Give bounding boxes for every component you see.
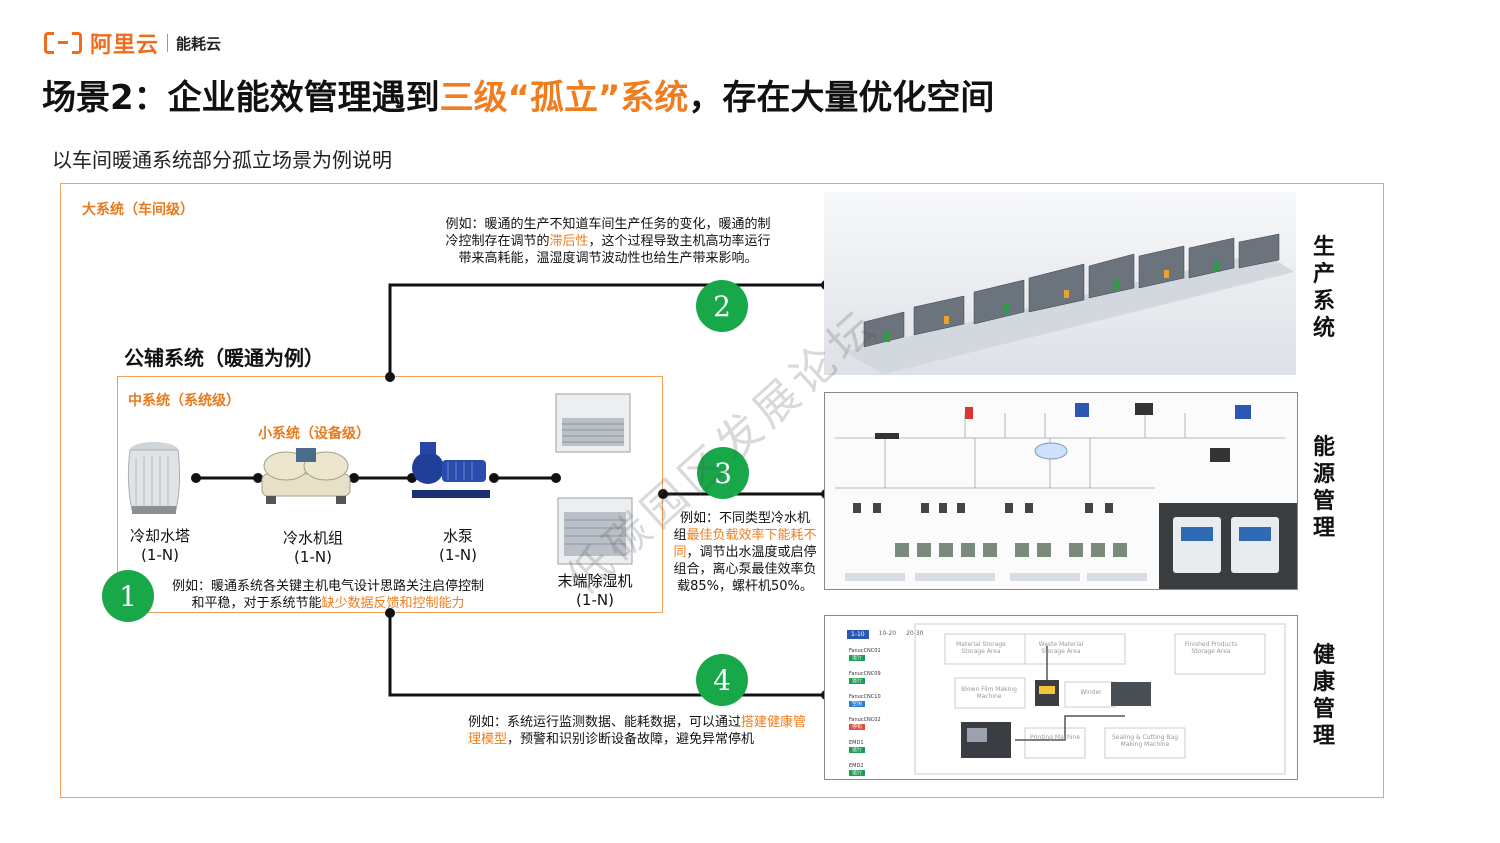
side-label-health: 健康管理 bbox=[1312, 643, 1335, 749]
small-system-label: 小系统（设备级） bbox=[258, 426, 370, 442]
area-label: Material Storage Storage Area bbox=[956, 641, 1006, 655]
note-3: 例如：不同类型冷水机组最佳负载效率下能耗不同，调节出水温度或启停组合，离心泵最佳… bbox=[673, 511, 817, 594]
brand-product: 能耗云 bbox=[176, 34, 222, 53]
area-label: Blown Film Making Machine bbox=[961, 686, 1017, 700]
equipment-caption-chiller: 冷水机组(1-N) bbox=[282, 529, 343, 566]
equipment-caption-pump: 水泵(1-N) bbox=[439, 527, 477, 564]
equipment-caption-dehumidifier: 末端除湿机(1-N) bbox=[557, 572, 633, 609]
health-tab-2[interactable]: 10-20 bbox=[878, 630, 897, 637]
step-number-2: 2 bbox=[696, 280, 748, 332]
area-label: Printing Machine bbox=[1029, 734, 1081, 741]
side-label-energy: 能源管理 bbox=[1312, 435, 1335, 541]
big-system-label: 大系统（车间级） bbox=[82, 202, 194, 218]
title-prefix: 场景2：企业能效管理遇到 bbox=[42, 78, 440, 118]
big-system-frame bbox=[60, 183, 1384, 798]
title-suffix: ，存在大量优化空间 bbox=[688, 78, 995, 118]
cooling-tower-icon bbox=[127, 442, 181, 514]
water-pump-icon bbox=[412, 442, 490, 498]
health-tab-1[interactable]: 1-10 bbox=[847, 630, 869, 639]
equipment-caption-cooling-tower: 冷却水塔(1-N) bbox=[129, 527, 190, 564]
area-label: Waste Material Storage Area bbox=[1038, 641, 1084, 655]
aliyun-logo-icon bbox=[44, 32, 82, 54]
logo-divider bbox=[167, 34, 169, 52]
brand-name: 阿里云 bbox=[90, 33, 160, 58]
step-number-1: 1 bbox=[102, 570, 154, 622]
chiller-unit-icon bbox=[261, 448, 351, 504]
area-label: Sealing & Cutting Bag Making Machine bbox=[1111, 734, 1179, 748]
dehumidifier-icon-bottom bbox=[557, 497, 633, 565]
aux-system-label: 公辅系统（暖通为例） bbox=[124, 346, 324, 370]
note-2: 例如：暖通的生产不知道车间生产任务的变化，暖通的制冷控制存在调节的滞后性，这个过… bbox=[445, 217, 771, 266]
side-label-production: 生产系统 bbox=[1312, 235, 1335, 341]
energy-management-image bbox=[824, 392, 1298, 590]
mid-system-label: 中系统（系统级） bbox=[128, 393, 240, 409]
note-4: 例如：系统运行监测数据、能耗数据，可以通过搭建健康管理模型，预警和识别诊断设备故… bbox=[468, 715, 807, 747]
dehumidifier-icon-top bbox=[555, 393, 631, 453]
title-highlight: 三级“孤立”系统 bbox=[439, 78, 689, 118]
step-number-3: 3 bbox=[697, 447, 749, 499]
area-label: Finished Products Storage Area bbox=[1184, 641, 1238, 655]
step-number-4: 4 bbox=[696, 654, 748, 706]
area-label: Winder bbox=[1080, 689, 1102, 696]
brand-logo: 阿里云 能耗云 bbox=[44, 28, 221, 58]
note-1: 例如：暖通系统各关键主机电气设计思路关注启停控制和平稳，对于系统节能缺少数据反馈… bbox=[171, 579, 484, 611]
production-line-image bbox=[824, 192, 1296, 375]
page-title: 场景2：企业能效管理遇到三级“孤立”系统，存在大量优化空间 bbox=[42, 70, 994, 119]
page-subtitle: 以车间暖通系统部分孤立场景为例说明 bbox=[52, 148, 392, 172]
